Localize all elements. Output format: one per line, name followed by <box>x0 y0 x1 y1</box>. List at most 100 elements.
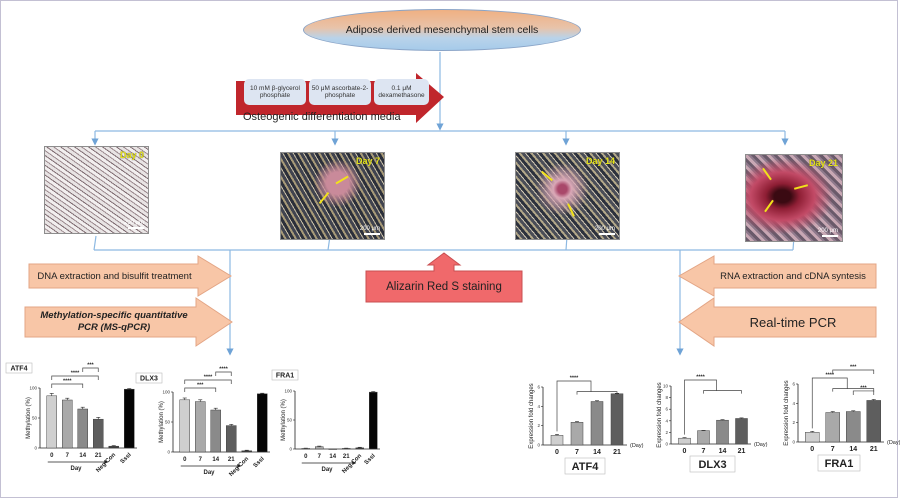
bar-0 <box>678 437 691 445</box>
bar-14 <box>846 411 861 443</box>
y-axis-label: Methylation (%) <box>159 401 165 443</box>
x-tick-label: 14 <box>79 453 86 459</box>
significance-bracket <box>184 387 217 392</box>
bar-0 <box>805 432 820 443</box>
day-label: Day 0 <box>119 150 144 160</box>
bar-neg-con <box>355 447 364 450</box>
bar-21 <box>866 400 881 443</box>
y-tick-label: 50 <box>165 420 171 425</box>
y-tick-label: 0 <box>34 446 37 451</box>
bar-sssi <box>257 393 268 453</box>
bar-14 <box>716 419 729 445</box>
scale-bar: 200 μm <box>595 226 615 235</box>
bar-21 <box>610 393 624 446</box>
real-time-pcr-label: Real-time PCR <box>749 314 837 330</box>
bar-14 <box>328 448 337 450</box>
dna-extraction-arrow <box>28 255 232 297</box>
bar-14 <box>210 409 221 453</box>
x-tick-label: SssI <box>253 456 266 469</box>
micrograph-day-0: Day 0 200 μm <box>44 146 149 234</box>
bar-14 <box>590 401 604 446</box>
dna-extraction-label: DNA extraction and bisulfit treatment <box>37 270 192 282</box>
x-tick-label: 7 <box>575 449 579 456</box>
gene-tag-label: ATF4 <box>572 461 600 473</box>
significance-label: *** <box>197 383 204 389</box>
day-arrow-head-icon <box>104 460 109 464</box>
significance-bracket <box>556 380 592 432</box>
significance-label: **** <box>63 379 72 385</box>
alizarin-arrow <box>365 252 523 303</box>
y-tick-label: 0 <box>167 450 170 455</box>
x-tick-label: 0 <box>683 448 687 455</box>
group-bracket <box>832 388 875 392</box>
bar-7 <box>62 399 73 449</box>
day-label: Day 14 <box>585 156 615 166</box>
y-tick-label: 2 <box>665 430 668 435</box>
significance-bracket <box>215 371 232 376</box>
day-arrow-head-icon <box>237 464 242 468</box>
gene-tag-label: DLX3 <box>698 459 726 471</box>
bar-sssi <box>124 388 135 449</box>
y-axis-label: Expression fold changes <box>657 382 663 447</box>
gene-tag-box <box>271 369 299 381</box>
bar-0 <box>179 399 190 453</box>
day-arrow-head-icon <box>352 461 357 465</box>
ms-qpcr-label: Methylation-specific quantitative PCR (M… <box>40 310 188 333</box>
significance-label: **** <box>825 373 834 379</box>
y-tick-label: 2 <box>537 423 540 428</box>
x-tick-label: 0 <box>183 457 187 463</box>
significance-label: **** <box>204 375 213 381</box>
bar-neg-con <box>241 450 252 453</box>
media-component-3: 0.1 μM dexamethasone <box>374 79 429 105</box>
y-tick-label: 0 <box>289 447 292 452</box>
x-tick-label: 7 <box>702 448 706 455</box>
y-tick-label: 6 <box>665 407 668 412</box>
x-tick-label: 21 <box>738 448 746 455</box>
bar-0 <box>301 448 310 450</box>
y-tick-label: 100 <box>162 390 170 395</box>
significance-bracket <box>184 379 232 384</box>
rna-extraction-arrow <box>677 255 877 297</box>
significance-bracket <box>811 377 848 429</box>
y-tick-label: 10 <box>663 384 669 389</box>
x-tick-label: 21 <box>613 449 621 456</box>
micrograph-day-21: Day 21 200 μm <box>745 154 843 242</box>
bar-0 <box>46 395 57 449</box>
gene-tag-box <box>135 372 163 384</box>
gene-tag-label: FRA1 <box>825 458 854 470</box>
bar-21 <box>226 425 237 453</box>
y-tick-label: 8 <box>665 395 668 400</box>
y-tick-label: 100 <box>284 389 292 394</box>
x-tick-label: 7 <box>66 453 70 459</box>
bar-7 <box>825 412 840 443</box>
scale-bar: 200 μm <box>124 220 144 229</box>
scale-bar: 200 μm <box>818 228 838 237</box>
x-tick-label: 0 <box>555 449 559 456</box>
real-time-pcr-arrow <box>678 297 877 347</box>
bar-sssi <box>369 391 378 450</box>
significance-bracket <box>51 375 99 380</box>
x-tick-label: 14 <box>329 454 336 460</box>
x-tick-label: 14 <box>212 457 219 463</box>
micrograph-day-14: Day 14 200 μm <box>515 152 620 240</box>
day-label: Day 21 <box>808 158 838 168</box>
rna-extraction-label: RNA extraction and cDNA syntesis <box>720 270 866 282</box>
ms-qpcr-arrow <box>24 297 233 347</box>
bar-neg-con <box>108 445 119 449</box>
x-axis-label: (Day) <box>754 442 768 448</box>
x-tick-label: 21 <box>95 453 102 459</box>
y-tick-label: 6 <box>792 382 795 387</box>
bar-21 <box>735 418 748 445</box>
micrograph-day-7: Day 7 200 μm <box>280 152 385 240</box>
significance-bracket <box>684 379 717 435</box>
y-tick-label: 2 <box>792 420 795 425</box>
bar-0 <box>550 435 564 446</box>
bar-7 <box>315 446 324 450</box>
x-tick-label: 0 <box>50 453 54 459</box>
media-component-2: 50 μM ascorbate-2-phosphate <box>309 79 371 105</box>
gene-tag-label: FRA1 <box>276 373 294 380</box>
